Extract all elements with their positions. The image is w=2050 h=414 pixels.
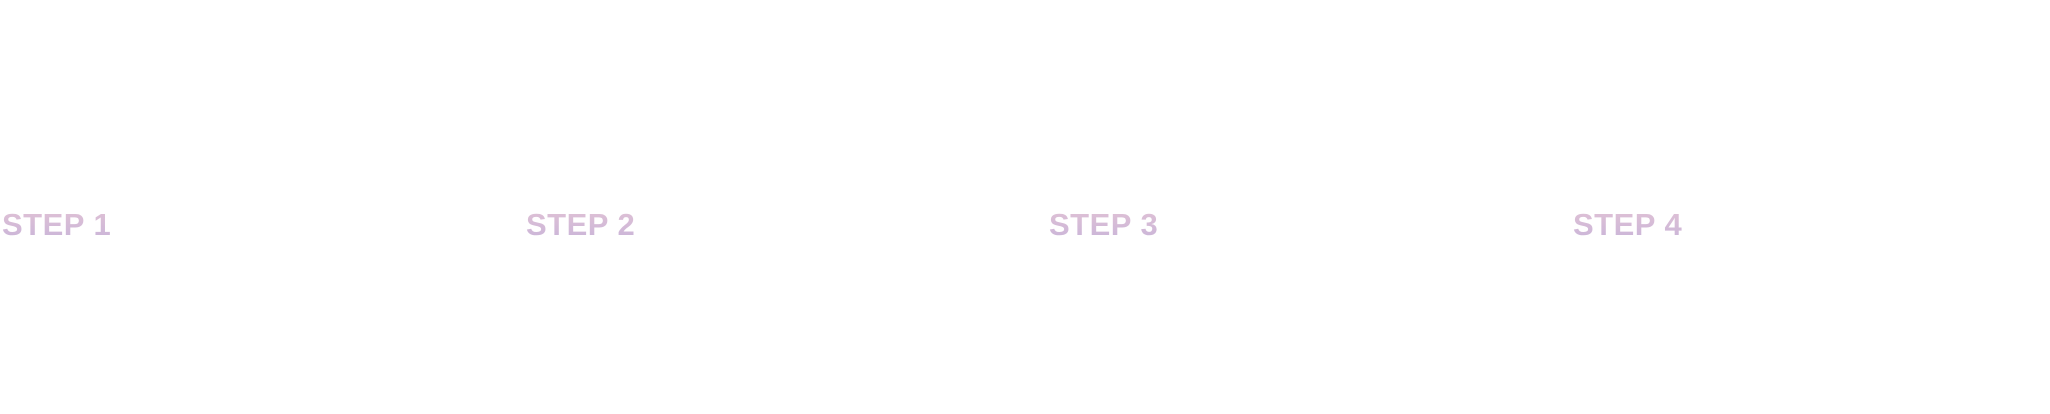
step-2-label: STEP 2 <box>526 205 635 245</box>
step-3-label: STEP 3 <box>1049 205 1158 245</box>
step-1-label: STEP 1 <box>2 205 111 245</box>
step-4-label: STEP 4 <box>1573 205 1682 245</box>
